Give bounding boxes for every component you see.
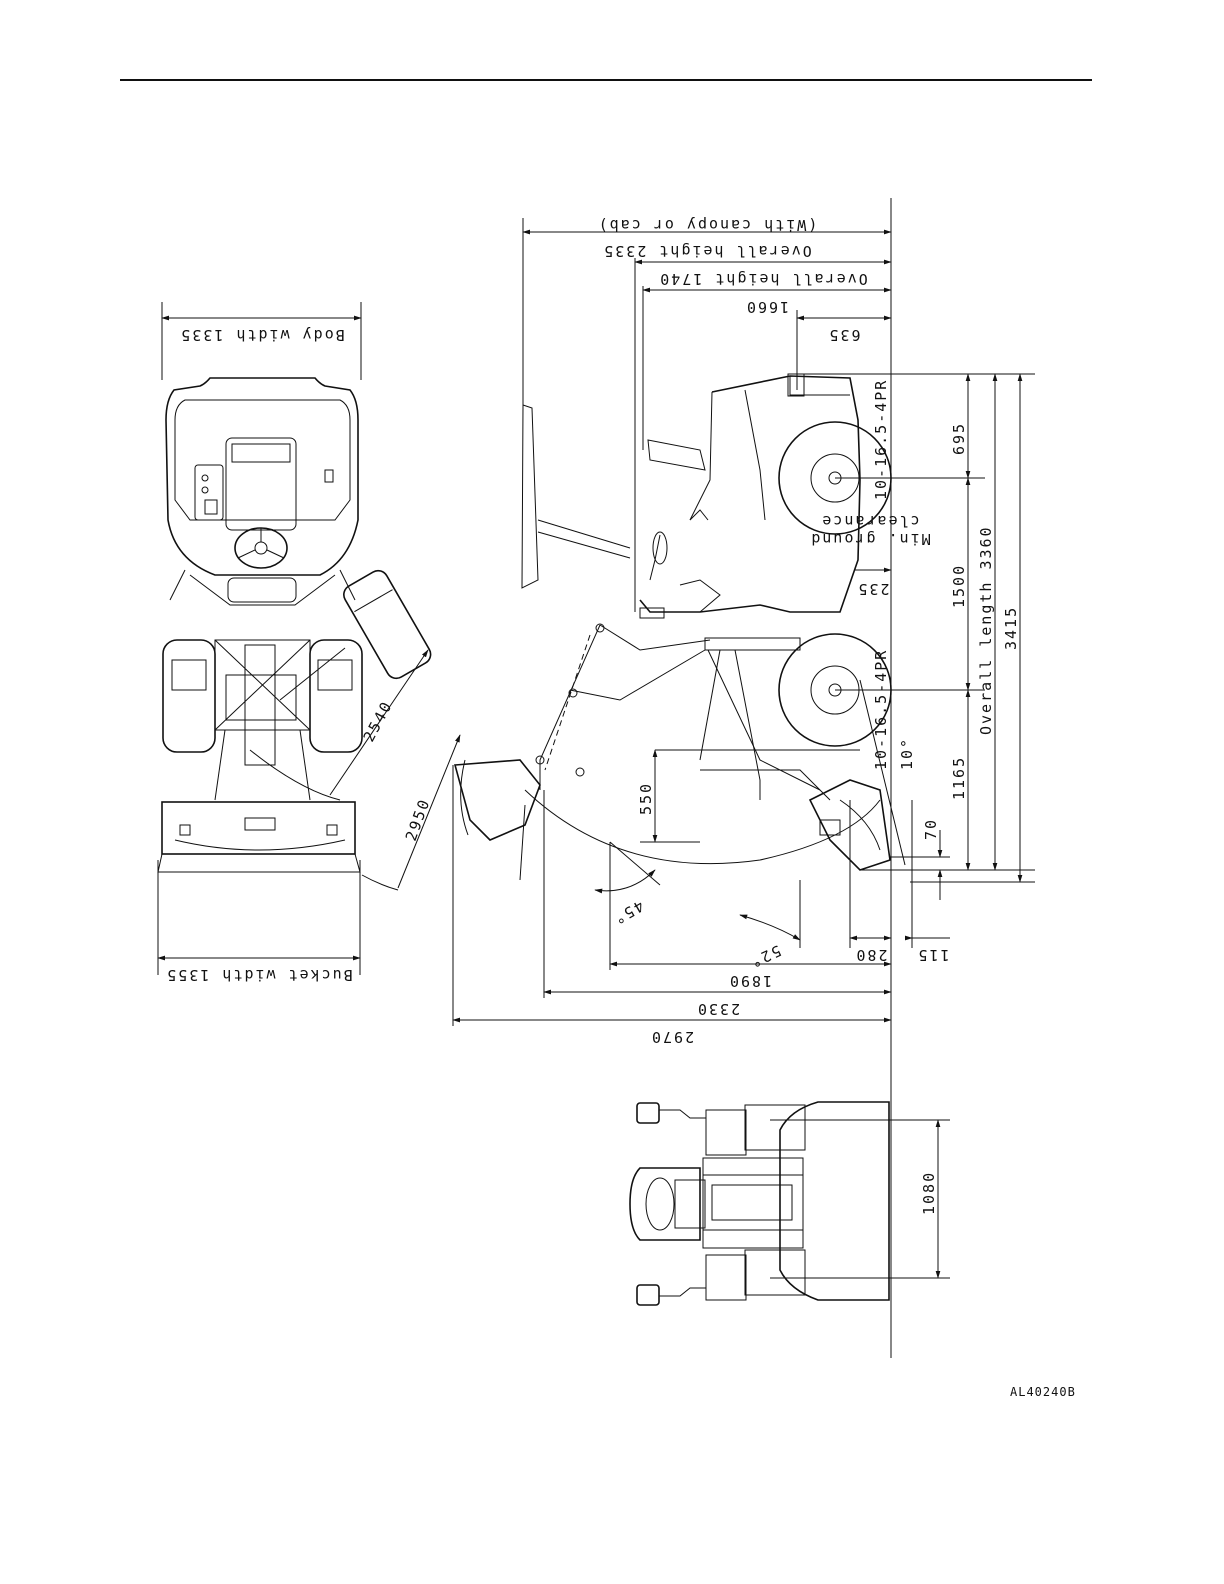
body-width-label: Body width 1335: [179, 326, 344, 344]
dim-3415-label: 3415: [1002, 606, 1020, 650]
top-view: 1080: [630, 1102, 950, 1305]
dim-2330-label: 2330: [696, 1000, 740, 1018]
bucket-width-label: Bucket width 1355: [165, 966, 353, 984]
overall-height-1740-label: Overall height 1740: [658, 270, 868, 288]
dim-1500-label: 1500: [950, 564, 968, 608]
dim-115-label: 115: [916, 946, 949, 964]
radius-2950-label: 2950: [402, 796, 434, 844]
dim-2970-label: 2970: [650, 1028, 694, 1046]
angle-10-label: 10°: [898, 737, 916, 770]
dim-235-label: 235: [856, 580, 889, 598]
overall-length-label: Overall length 3360: [977, 525, 995, 735]
front-view: Body width 1335: [158, 302, 460, 984]
figure-code: AL40240B: [1010, 1385, 1076, 1399]
angle-45-label: 45°: [609, 897, 647, 929]
dim-70-label: 70: [922, 818, 940, 840]
dim-1165-label: 1165: [950, 756, 968, 800]
angle-52-label: 52°: [746, 941, 784, 971]
radius-2540-label: 2540: [360, 697, 397, 744]
front-tire-label: 10-16.5-4PR: [872, 649, 890, 770]
dim-280-label: 280: [854, 946, 887, 964]
clearance-label: clearance: [820, 512, 919, 530]
dim-550-label: 550: [637, 782, 655, 815]
dim-1660-label: 1660: [745, 298, 789, 316]
with-canopy-label: (With canopy or cab): [597, 216, 818, 234]
rear-tire-label: 10-16.5-4PR: [872, 379, 890, 500]
side-view: (With canopy or cab) Overall height 2335…: [453, 198, 1035, 1358]
tread-1080-label: 1080: [920, 1171, 938, 1215]
dim-635-label: 635: [827, 326, 860, 344]
min-ground-label: Min. ground: [809, 530, 930, 548]
dim-695-label: 695: [950, 422, 968, 455]
overall-height-2335-label: Overall height 2335: [602, 242, 812, 260]
dim-1890-label: 1890: [728, 972, 772, 990]
